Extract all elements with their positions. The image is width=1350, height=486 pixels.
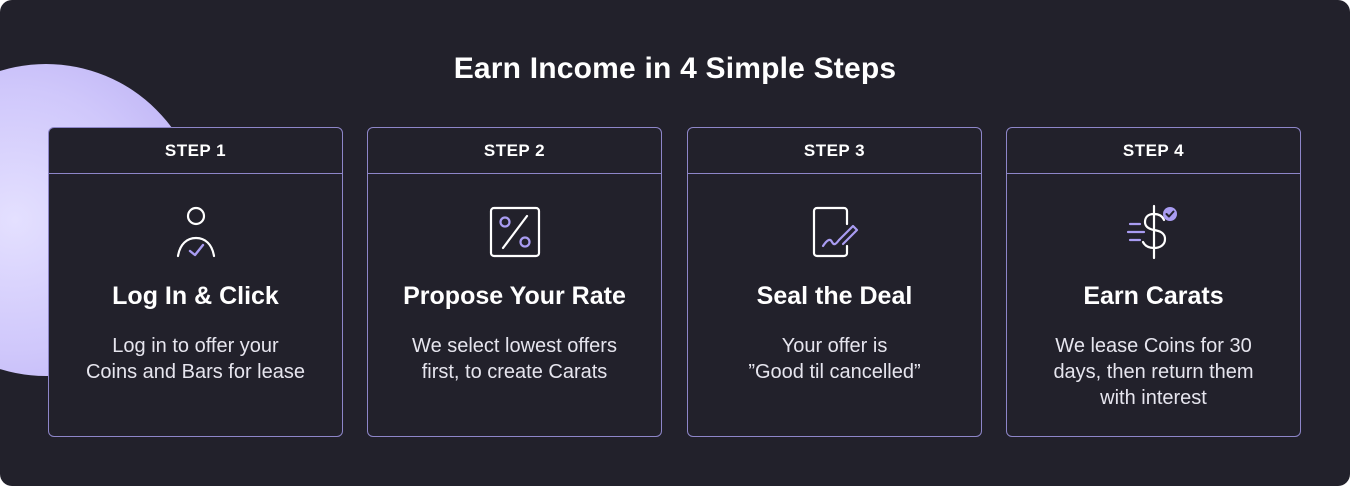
step-title: Log In & Click	[112, 282, 279, 310]
step-description: Log in to offer your Coins and Bars for …	[85, 335, 305, 383]
document-sign-icon	[803, 200, 867, 264]
percent-icon	[483, 200, 547, 264]
user-check-icon	[164, 200, 228, 264]
step-description: We lease Coins for 30 days, then return …	[1053, 335, 1254, 409]
step-label: STEP 1	[49, 128, 342, 174]
section-title: Earn Income in 4 Simple Steps	[453, 52, 897, 85]
step-title: Propose Your Rate	[403, 282, 626, 310]
step-card-4: STEP 4 Earn Carats We lease Coins for 30…	[1006, 127, 1301, 437]
dollar-check-icon	[1122, 200, 1186, 264]
step-card-2: STEP 2 Propose Your Rate We select lowes…	[367, 127, 662, 437]
step-description: We select lowest offers first, to create…	[412, 335, 617, 383]
step-label: STEP 3	[688, 128, 981, 174]
step-title: Earn Carats	[1083, 282, 1224, 310]
step-label: STEP 2	[368, 128, 661, 174]
step-card-3: STEP 3 Seal the Deal Your offer is ”Good…	[687, 127, 982, 437]
step-card-1: STEP 1 Log In & Click Log in to offer yo…	[48, 127, 343, 437]
step-title: Seal the Deal	[756, 282, 913, 310]
step-description: Your offer is ”Good til cancelled”	[748, 335, 921, 383]
step-label: STEP 4	[1007, 128, 1300, 174]
